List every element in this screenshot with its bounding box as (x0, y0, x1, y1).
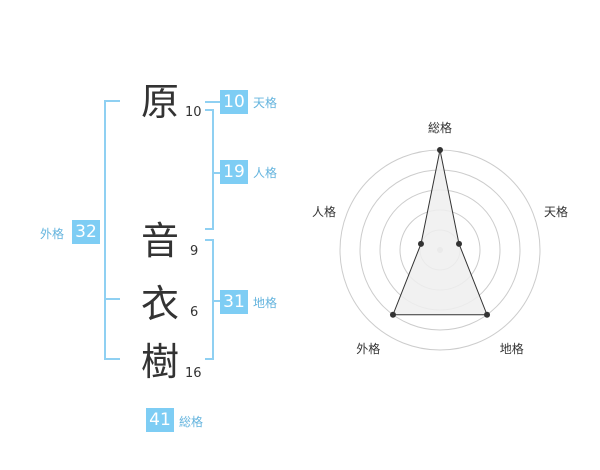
radar-value-polygon (392, 149, 488, 316)
radar-point-1 (456, 240, 463, 247)
radar-point-4 (417, 240, 424, 247)
soukaku-badge: 41 (146, 408, 174, 432)
jinkaku-badge: 19 (220, 160, 248, 184)
stroke-count-4: 16 (185, 366, 202, 381)
soukaku-label: 総格 (179, 415, 204, 429)
gaikaku-bracket-vertical (104, 100, 106, 360)
jinkaku-bracket-top (205, 109, 214, 111)
chikaku-connector (212, 300, 221, 302)
jinkaku-connector (212, 172, 221, 174)
radar-axis-label: 人格 (311, 205, 336, 220)
radar-axis-label: 地格 (499, 341, 524, 356)
gaikaku-bracket-top (105, 100, 120, 102)
chikaku-bracket-bottom (205, 358, 214, 360)
gaikaku-label: 外格 (40, 227, 65, 241)
chikaku-bracket-vertical (212, 239, 214, 360)
jinkaku-bracket-bottom (205, 228, 214, 230)
tenkaku-label: 天格 (253, 96, 278, 110)
kanji-2: 音 (140, 219, 179, 263)
stroke-count-1: 10 (185, 105, 202, 120)
jinkaku-label: 人格 (253, 166, 278, 180)
radar-axis-label: 外格 (356, 341, 381, 356)
stroke-count-2: 9 (190, 244, 199, 259)
tenkaku-connector (205, 101, 220, 103)
kanji-4: 樹 (140, 340, 179, 384)
kanji-3: 衣 (140, 282, 179, 326)
gaikaku-badge: 32 (72, 220, 100, 244)
chikaku-bracket-top (205, 239, 214, 241)
radar-point-2 (484, 311, 491, 318)
jinkaku-bracket-vertical (212, 109, 214, 230)
chikaku-badge: 31 (220, 290, 248, 314)
radar-point-3 (389, 311, 396, 318)
radar-axis-label: 総格 (427, 121, 452, 135)
radar-point-0 (437, 147, 443, 153)
radar-axis-label: 天格 (544, 205, 569, 220)
stroke-count-3: 6 (190, 305, 199, 320)
kanji-1: 原 (140, 80, 179, 124)
gaikaku-bracket-mid (104, 298, 120, 300)
tenkaku-badge: 10 (220, 90, 248, 114)
gaikaku-bracket-bottom (104, 358, 120, 360)
chikaku-label: 地格 (253, 296, 278, 310)
